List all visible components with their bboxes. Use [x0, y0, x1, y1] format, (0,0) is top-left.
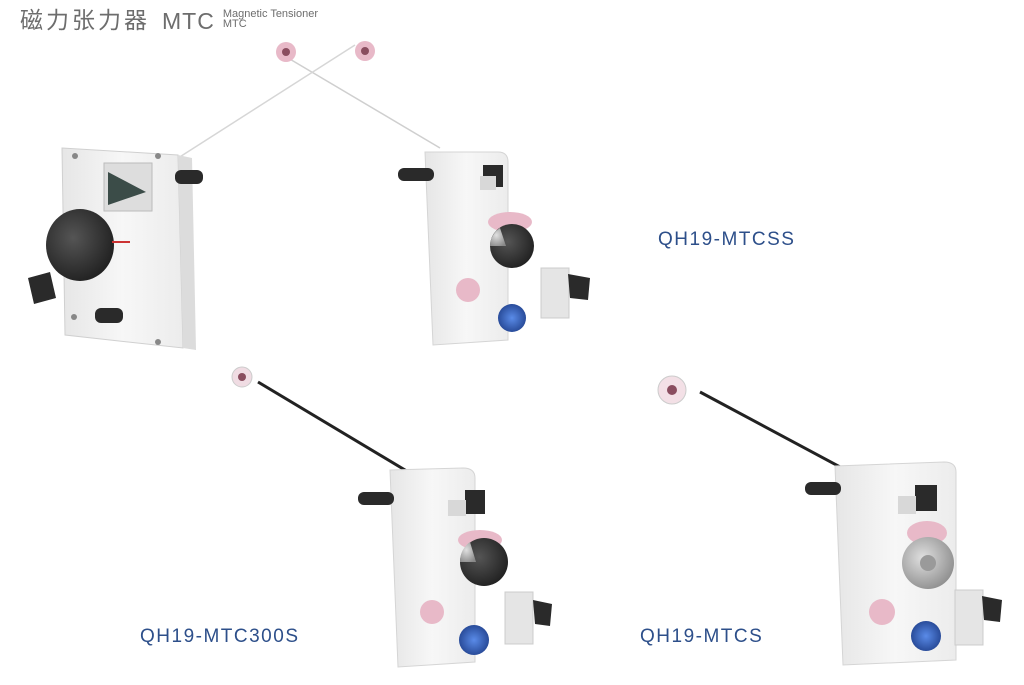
subtitle-line-2: MTC [222, 18, 247, 30]
title-model: MTC [162, 8, 215, 34]
model-label-mtcss: QH19-MTCSS [658, 229, 796, 250]
page-header: 磁力张力器 MTC Magnetic Tensioner MTC [20, 6, 318, 36]
connector-icon [459, 625, 489, 655]
connector-icon [911, 621, 941, 651]
connector-icon [498, 304, 526, 332]
model-label-mtcs: QH19-MTCS [640, 626, 764, 647]
mtcs-device[interactable] [657, 375, 1002, 666]
model-label-mtc300s: QH19-MTC300S [140, 626, 300, 647]
mount-knob[interactable] [28, 272, 56, 304]
base-unit-device[interactable] [28, 147, 203, 350]
mtc300s-device[interactable] [231, 366, 552, 668]
title-chinese: 磁力张力器 [20, 8, 150, 34]
tension-knob[interactable] [46, 209, 114, 281]
pulley-icon [355, 41, 375, 61]
top-wires [174, 44, 441, 161]
subtitle-line-1: Magnetic Tensioner [222, 8, 319, 20]
pulley-icon [276, 42, 296, 62]
mtcss-device[interactable] [398, 151, 590, 346]
title-subtitle: Magnetic Tensioner MTC [222, 6, 319, 30]
